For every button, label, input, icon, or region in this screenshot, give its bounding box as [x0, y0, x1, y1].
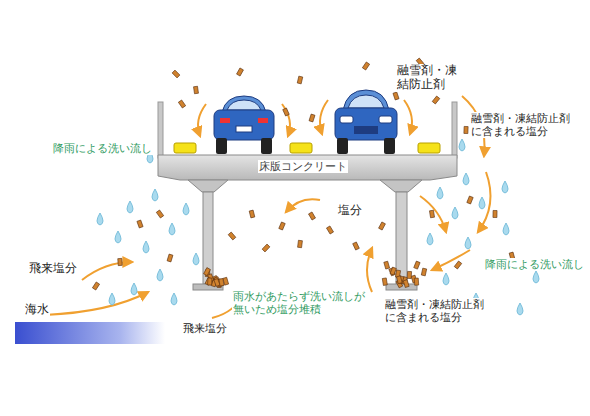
curb-marker	[290, 143, 312, 153]
sea-water	[15, 322, 165, 344]
curb-marker	[174, 143, 196, 153]
salt-particle	[167, 254, 173, 262]
raindrop	[452, 207, 458, 219]
salt-particle	[393, 92, 399, 100]
salt-particle	[309, 212, 316, 220]
salt-particle	[297, 76, 302, 84]
salt-flow-arrow	[45, 96, 491, 318]
raindrop	[169, 223, 175, 235]
salt-particle	[228, 232, 236, 240]
raindrop	[463, 173, 469, 185]
raindrop	[459, 139, 465, 151]
salt-particle	[205, 277, 212, 285]
raindrop	[143, 241, 149, 253]
salt-particle	[208, 278, 212, 285]
salt-particle	[92, 282, 99, 290]
salt-particle	[397, 276, 403, 284]
annotation-label: 融雪剤・凍結防止剤に含まれる塩分	[470, 112, 573, 138]
raindrop	[465, 237, 471, 249]
salt-particle	[178, 100, 185, 108]
annotation-label: 海水	[24, 303, 50, 317]
salt-particle	[382, 278, 387, 286]
raindrop	[437, 187, 443, 199]
raindrop	[479, 197, 485, 209]
annotation-label: 降雨による洗い流し	[52, 142, 153, 155]
pier-cap	[188, 180, 228, 192]
salt-particle	[353, 242, 360, 250]
salt-particle	[464, 126, 468, 133]
raindrop	[193, 253, 199, 265]
parapet	[452, 102, 457, 158]
salt-particle	[249, 210, 255, 218]
salt-particle	[204, 268, 211, 276]
salt-particle	[194, 86, 199, 93]
salt-particle	[326, 226, 333, 234]
pier	[396, 192, 407, 284]
salt-particle	[493, 210, 497, 217]
raindrop	[502, 181, 508, 193]
raindrop	[109, 293, 115, 305]
raindrop	[533, 271, 539, 283]
salt-particle	[279, 222, 285, 230]
salt-particle	[156, 210, 163, 218]
salt-particle	[414, 261, 420, 269]
salt-particle	[137, 220, 143, 228]
curb-marker	[418, 143, 440, 153]
annotation-label: 融雪剤・凍結防止剤に含まれる塩分	[384, 298, 487, 324]
raindrop	[97, 213, 103, 225]
salt-particle	[172, 70, 180, 78]
salt-particle	[390, 267, 396, 275]
raindrop	[171, 293, 177, 305]
salt-particle	[118, 258, 122, 265]
salt-particle	[384, 261, 390, 269]
salt-particle	[429, 210, 434, 218]
raindrop	[503, 223, 509, 235]
salt-particle	[309, 114, 315, 122]
salt-particle	[421, 268, 426, 276]
raindrop	[131, 283, 137, 295]
salt-particle	[467, 196, 473, 204]
annotation-label: 雨水があたらず洗い流しが無いため塩分堆積	[232, 290, 368, 316]
salt-particle	[403, 280, 409, 288]
salt-particle	[298, 240, 303, 247]
salt-particle	[219, 278, 224, 286]
raindrop	[115, 231, 121, 243]
annotation-label: 床版コンクリート	[258, 160, 348, 173]
salt-particle	[262, 244, 270, 252]
deck-slab	[158, 155, 457, 180]
pier	[203, 192, 213, 284]
salt-particle	[432, 96, 440, 104]
raindrop	[517, 303, 523, 315]
annotation-label: 塩分	[337, 204, 363, 218]
salt-particle	[454, 261, 461, 269]
raindrop	[157, 269, 163, 281]
raindrop	[127, 201, 133, 213]
annotation-label: 降雨による洗い流し	[484, 258, 585, 271]
salt-particle	[414, 278, 418, 285]
raindrop	[183, 203, 189, 215]
salt-particle	[237, 68, 244, 76]
salt-particle	[283, 108, 290, 116]
pier-cap	[380, 180, 422, 192]
parapet	[158, 102, 163, 158]
car	[214, 96, 274, 154]
raindrop	[443, 273, 449, 285]
annotation-label: 飛来塩分	[28, 262, 78, 276]
raindrop	[152, 189, 158, 201]
salt-particle	[379, 222, 386, 230]
annotation-label: 飛来塩分	[182, 322, 228, 335]
raindrop	[427, 233, 433, 245]
annotation-label: 融雪剤・凍結防止剤	[396, 64, 459, 92]
salt-particle	[407, 271, 411, 278]
car	[335, 90, 397, 154]
salt-particle	[362, 62, 369, 70]
